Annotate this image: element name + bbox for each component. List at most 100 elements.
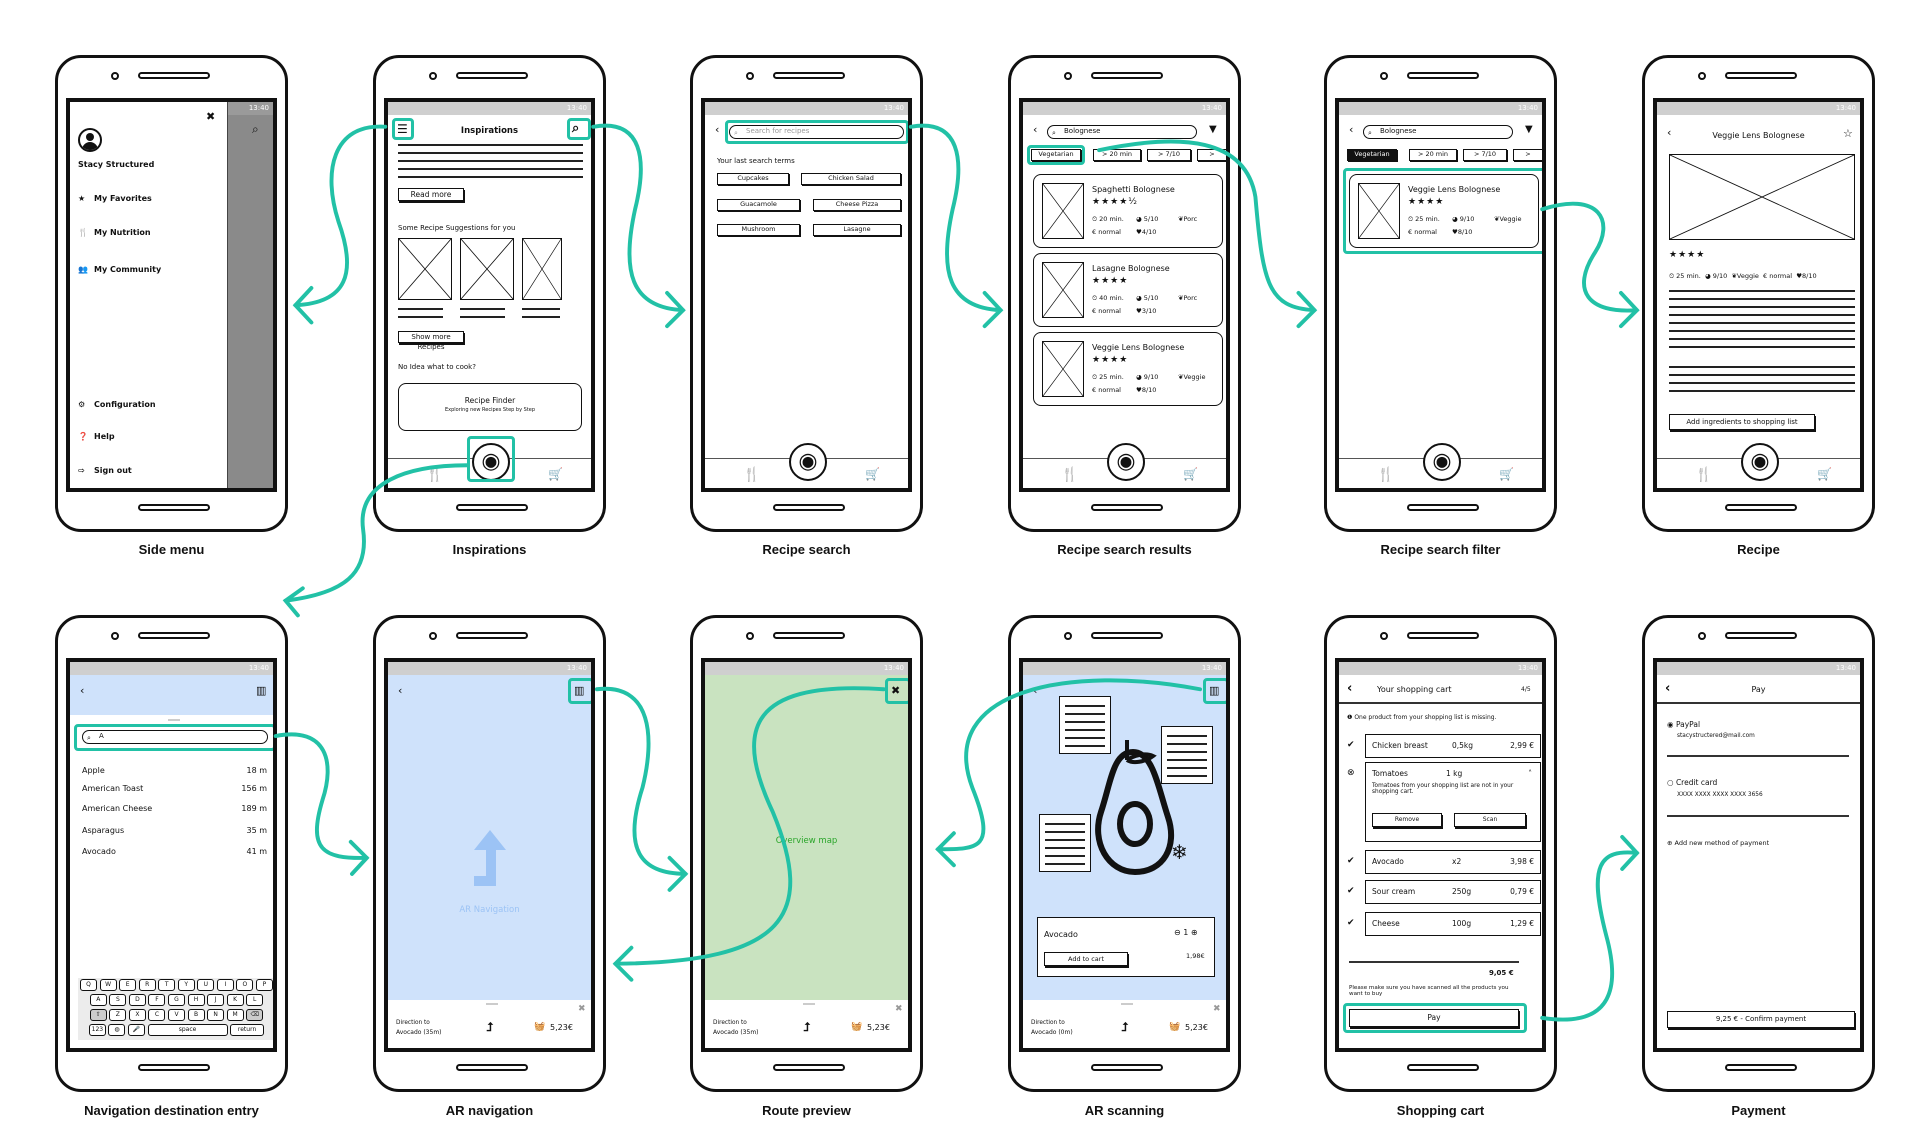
drag-handle[interactable] — [168, 719, 180, 721]
missing-cart-item[interactable]: Tomatoes 1 kg ˄ Tomatoes from your shopp… — [1365, 762, 1541, 842]
map-icon[interactable]: ▥ — [574, 684, 585, 697]
drag-handle[interactable] — [486, 1003, 498, 1005]
camera-shutter-button[interactable]: ◉ — [1423, 443, 1461, 481]
filter-chip-vegetarian-active[interactable]: Vegetarian — [1347, 149, 1397, 161]
read-more-button[interactable]: Read more — [398, 188, 464, 201]
keyboard-key[interactable]: U — [197, 979, 215, 991]
menu-item-sign-out[interactable]: ⇨Sign out — [78, 466, 132, 475]
keyboard-key[interactable]: V — [168, 1009, 185, 1021]
keyboard-key[interactable]: A — [89, 994, 107, 1006]
filter-chip-difficulty[interactable]: > 7/10 — [1463, 149, 1507, 161]
fork-knife-icon[interactable]: 🍴 — [1695, 467, 1713, 483]
backspace-key[interactable]: ⌫ — [246, 1009, 264, 1021]
recipe-finder-card[interactable]: Recipe Finder Exploring new Recipes Step… — [398, 383, 582, 431]
keyboard-key[interactable]: 123 — [88, 1024, 106, 1036]
camera-shutter-button[interactable]: ◉ — [789, 443, 827, 481]
overview-map[interactable] — [705, 662, 908, 1002]
recipe-result-card[interactable]: Veggie Lens Bolognese ★★★★ ⏲ 25 min. ◕ 9… — [1349, 174, 1539, 248]
drag-handle[interactable] — [803, 1003, 815, 1005]
keyboard-key[interactable]: space — [147, 1024, 228, 1036]
radio-unselected-icon[interactable]: ○ — [1667, 778, 1674, 787]
close-icon[interactable]: ✖ — [578, 1004, 586, 1014]
camera-shutter-button[interactable]: ◉ — [1741, 443, 1779, 481]
search-term-chip[interactable]: Lasagne — [813, 224, 901, 236]
keyboard-key[interactable]: T — [158, 979, 176, 991]
filter-chip-vegetarian[interactable]: Vegetarian — [1031, 149, 1081, 161]
credit-card-option[interactable]: ○ Credit card — [1667, 778, 1717, 787]
keyboard-key[interactable]: H — [187, 994, 205, 1006]
back-icon[interactable]: ‹ — [398, 684, 403, 697]
search-icon[interactable]: ⌕ — [572, 121, 580, 136]
keyboard-key[interactable]: return — [230, 1024, 265, 1036]
show-more-recipes-button[interactable]: Show more Recipes — [398, 331, 464, 351]
map-icon[interactable]: ▥ — [256, 684, 267, 697]
keyboard-key[interactable]: R — [138, 979, 156, 991]
remove-button[interactable]: Remove — [1372, 813, 1442, 827]
keyboard-key[interactable]: I — [216, 979, 234, 991]
keyboard-key[interactable]: N — [207, 1009, 225, 1021]
close-icon[interactable]: ✖ — [891, 684, 901, 697]
keyboard-key[interactable]: M — [226, 1009, 244, 1021]
recipe-image-placeholder[interactable] — [522, 238, 562, 300]
menu-item-nutrition[interactable]: 🍴My Nutrition — [78, 228, 151, 237]
back-icon[interactable]: ‹ — [80, 684, 85, 697]
filter-chip-time[interactable]: > 20 min — [1093, 149, 1141, 161]
search-term-chip[interactable]: Mushroom — [717, 224, 800, 236]
close-icon[interactable]: ✖ — [206, 110, 216, 123]
menu-item-favorites[interactable]: ★My Favorites — [78, 194, 152, 203]
keyboard-key[interactable]: Q — [80, 979, 98, 991]
keyboard-key[interactable]: G — [168, 994, 185, 1006]
recipe-result-card[interactable]: Lasagne Bolognese ★★★★ ⏲ 40 min. ◕ 5/10 … — [1033, 253, 1223, 327]
filter-chip-rating[interactable]: > — [1513, 149, 1542, 161]
camera-shutter-button[interactable]: ◉ — [1107, 443, 1145, 481]
back-icon[interactable]: ‹ — [1667, 126, 1672, 139]
keyboard-key[interactable]: S — [109, 994, 127, 1006]
back-icon[interactable]: ‹ — [1033, 684, 1038, 697]
back-icon[interactable]: ‹ — [1033, 123, 1038, 136]
filter-chip-rating[interactable]: > — [1197, 149, 1226, 161]
hamburger-menu-icon[interactable]: ☰ — [397, 122, 408, 136]
fork-knife-icon[interactable]: 🍴 — [426, 467, 444, 483]
keyboard-key[interactable]: Y — [177, 979, 195, 991]
search-term-chip[interactable]: Cupcakes — [717, 173, 789, 185]
keyboard-key[interactable]: D — [128, 994, 146, 1006]
quantity-stepper[interactable]: ⊖ 1 ⊕ — [1174, 928, 1198, 937]
keyboard-key[interactable]: J — [207, 994, 225, 1006]
keyboard-key[interactable]: C — [148, 1009, 166, 1021]
radio-selected-icon[interactable]: ◉ — [1667, 720, 1674, 729]
cart-item[interactable]: Avocado x2 3,98 € — [1365, 850, 1541, 874]
keyboard-key[interactable]: L — [246, 994, 264, 1006]
fork-knife-icon[interactable]: 🍴 — [1061, 467, 1079, 483]
search-term-chip[interactable]: Chicken Salad — [801, 173, 901, 185]
paypal-option[interactable]: ◉ PayPal — [1667, 720, 1700, 729]
cart-item[interactable]: Cheese 100g 1,29 € — [1365, 912, 1541, 936]
camera-shutter-button[interactable]: ◉ — [472, 443, 510, 481]
filter-chip-difficulty[interactable]: > 7/10 — [1147, 149, 1191, 161]
menu-item-community[interactable]: 👥My Community — [78, 265, 161, 274]
keyboard-key[interactable]: F — [148, 994, 166, 1006]
back-icon[interactable]: ‹ — [715, 123, 720, 136]
keyboard-key[interactable]: Z — [109, 1009, 127, 1021]
recipe-search-input[interactable]: ⌕Bolognese — [1047, 125, 1197, 139]
add-ingredients-button[interactable]: Add ingredients to shopping list — [1669, 414, 1815, 430]
cart-item[interactable]: Chicken breast 0,5kg 2,99 € — [1365, 734, 1541, 758]
scan-button[interactable]: Scan — [1454, 813, 1526, 827]
keyboard-key[interactable]: B — [187, 1009, 205, 1021]
search-term-chip[interactable]: Cheese Pizza — [813, 199, 901, 211]
close-icon[interactable]: ✖ — [895, 1004, 903, 1014]
cart-item[interactable]: Sour cream 250g 0,79 € — [1365, 880, 1541, 904]
microphone-key[interactable]: 🎤 — [128, 1024, 145, 1036]
confirm-payment-button[interactable]: 9,25 € - Confirm payment — [1667, 1011, 1855, 1028]
shift-key[interactable]: ⇧ — [89, 1009, 107, 1021]
destination-search-input[interactable]: ⌕A — [82, 730, 268, 744]
keyboard-key[interactable]: O — [236, 979, 254, 991]
recipe-result-card[interactable]: Veggie Lens Bolognese ★★★★ ⏲ 25 min. ◕ 9… — [1033, 332, 1223, 406]
favorite-star-icon[interactable]: ☆ — [1843, 127, 1853, 140]
back-icon[interactable]: ‹ — [1665, 681, 1671, 696]
recipe-search-input[interactable]: ⌕Search for recipes — [729, 125, 904, 139]
add-payment-method[interactable]: ⊕ Add new method of payment — [1667, 839, 1769, 847]
